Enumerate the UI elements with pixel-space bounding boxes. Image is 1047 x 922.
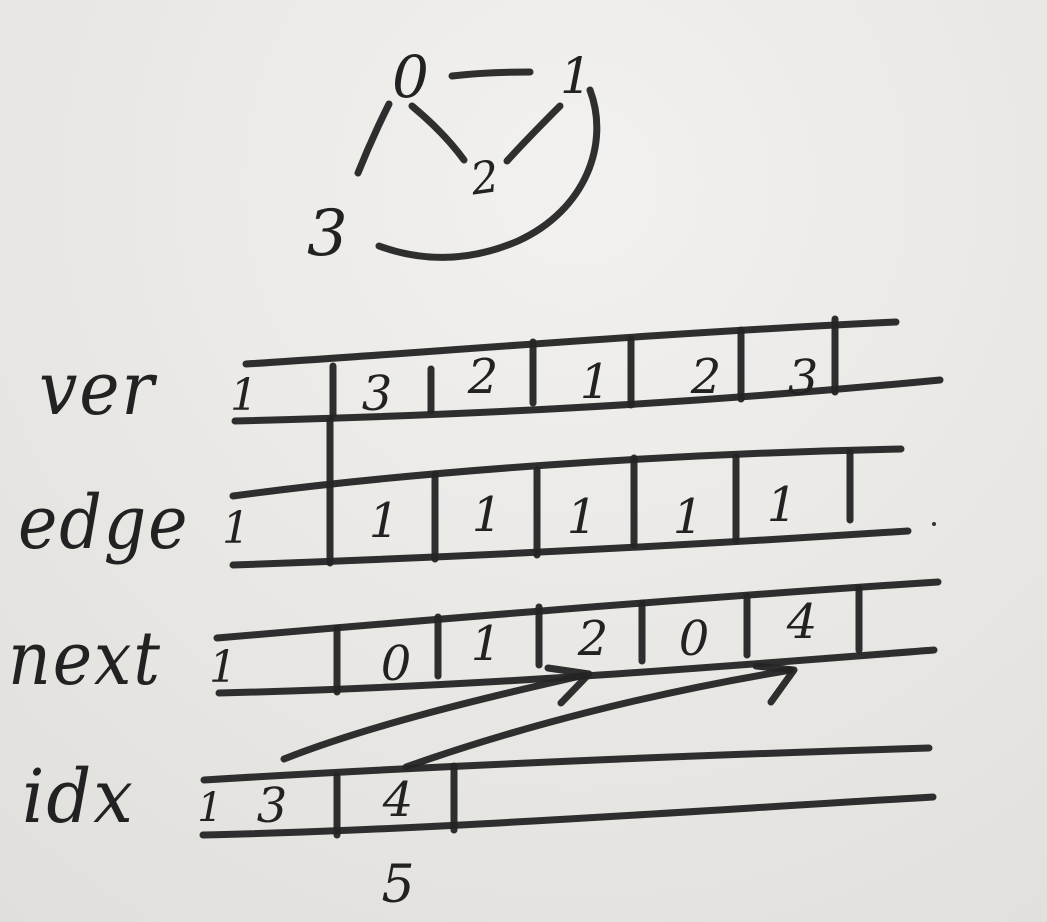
idx-cell-1: 3 — [256, 778, 288, 834]
ver-bottom-border — [231, 376, 944, 425]
next-cell-5: 4 — [786, 594, 818, 650]
ink-dot-right — [932, 522, 936, 526]
ver-cell-5: 3 — [787, 350, 819, 406]
edge-first-cell: 1 — [222, 503, 250, 554]
edge-0-2 — [408, 102, 468, 164]
edge-cell-3: 1 — [566, 489, 598, 545]
next-cell-3: 2 — [577, 611, 609, 667]
row-label-edge: edge — [18, 480, 190, 566]
idx-top-border — [200, 744, 933, 784]
graph-node-1: 1 — [560, 47, 592, 105]
ver-cell-4: 2 — [690, 349, 722, 405]
row-label-next: next — [8, 616, 162, 702]
ver-cell-1: 3 — [361, 366, 393, 422]
idx-pointer-arrow-1-head — [544, 664, 593, 707]
ver-cell-3: 1 — [579, 354, 611, 410]
edge-1-3-curve — [375, 86, 601, 261]
next-cell-2: 1 — [470, 616, 502, 672]
idx-pointer-arrow-2-shaft — [402, 666, 795, 771]
idx-bottom-border — [199, 793, 937, 839]
row-label-idx: idx — [22, 754, 135, 840]
edge-cell-2: 1 — [471, 487, 503, 543]
ver-top-border — [242, 318, 900, 368]
graph-node-0: 0 — [392, 43, 429, 111]
next-cell-1: 0 — [380, 636, 412, 692]
idx-first-cell: 1 — [197, 785, 223, 831]
idx-cell-2: 4 — [382, 772, 414, 828]
graph-node-3: 3 — [307, 197, 348, 271]
ver-cell-2: 2 — [467, 349, 499, 405]
next-first-cell: 1 — [209, 642, 237, 693]
ver-first-cell: 1 — [230, 370, 258, 421]
next-top-border — [213, 578, 942, 642]
next-cell-4: 0 — [678, 611, 710, 667]
edge-0-3 — [354, 100, 393, 177]
edge-cell-5: 1 — [766, 477, 798, 533]
edge-cell-4: 1 — [672, 489, 704, 545]
edge-0-1 — [448, 68, 534, 80]
row-label-ver: ver — [39, 346, 156, 432]
edge-top-border — [229, 445, 905, 500]
edge-cell-1: 1 — [368, 493, 400, 549]
idx-pointer-arrow-1-shaft — [280, 671, 589, 763]
idx-below-value: 5 — [381, 855, 415, 915]
edge-1-2 — [503, 102, 564, 165]
idx-pointer-arrow-2-head — [752, 662, 798, 706]
